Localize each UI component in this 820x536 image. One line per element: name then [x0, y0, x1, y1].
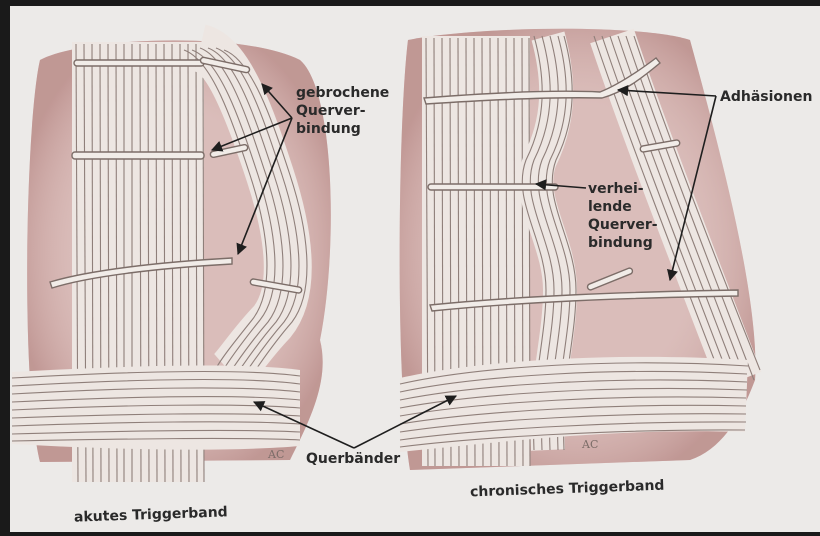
label-adhesions: Adhäsionen: [720, 88, 812, 106]
label-crossbands: Querbänder: [306, 450, 400, 468]
signature-mark-left: AC: [267, 448, 284, 461]
signature-mark-right: AC: [581, 438, 598, 451]
crossband-left: [12, 366, 300, 450]
left-dark-edge: [0, 0, 10, 532]
label-broken-crosslink: gebrochene Querver- bindung: [296, 84, 389, 138]
label-healing-crosslink: verhei- lende Querver- bindung: [588, 180, 658, 252]
